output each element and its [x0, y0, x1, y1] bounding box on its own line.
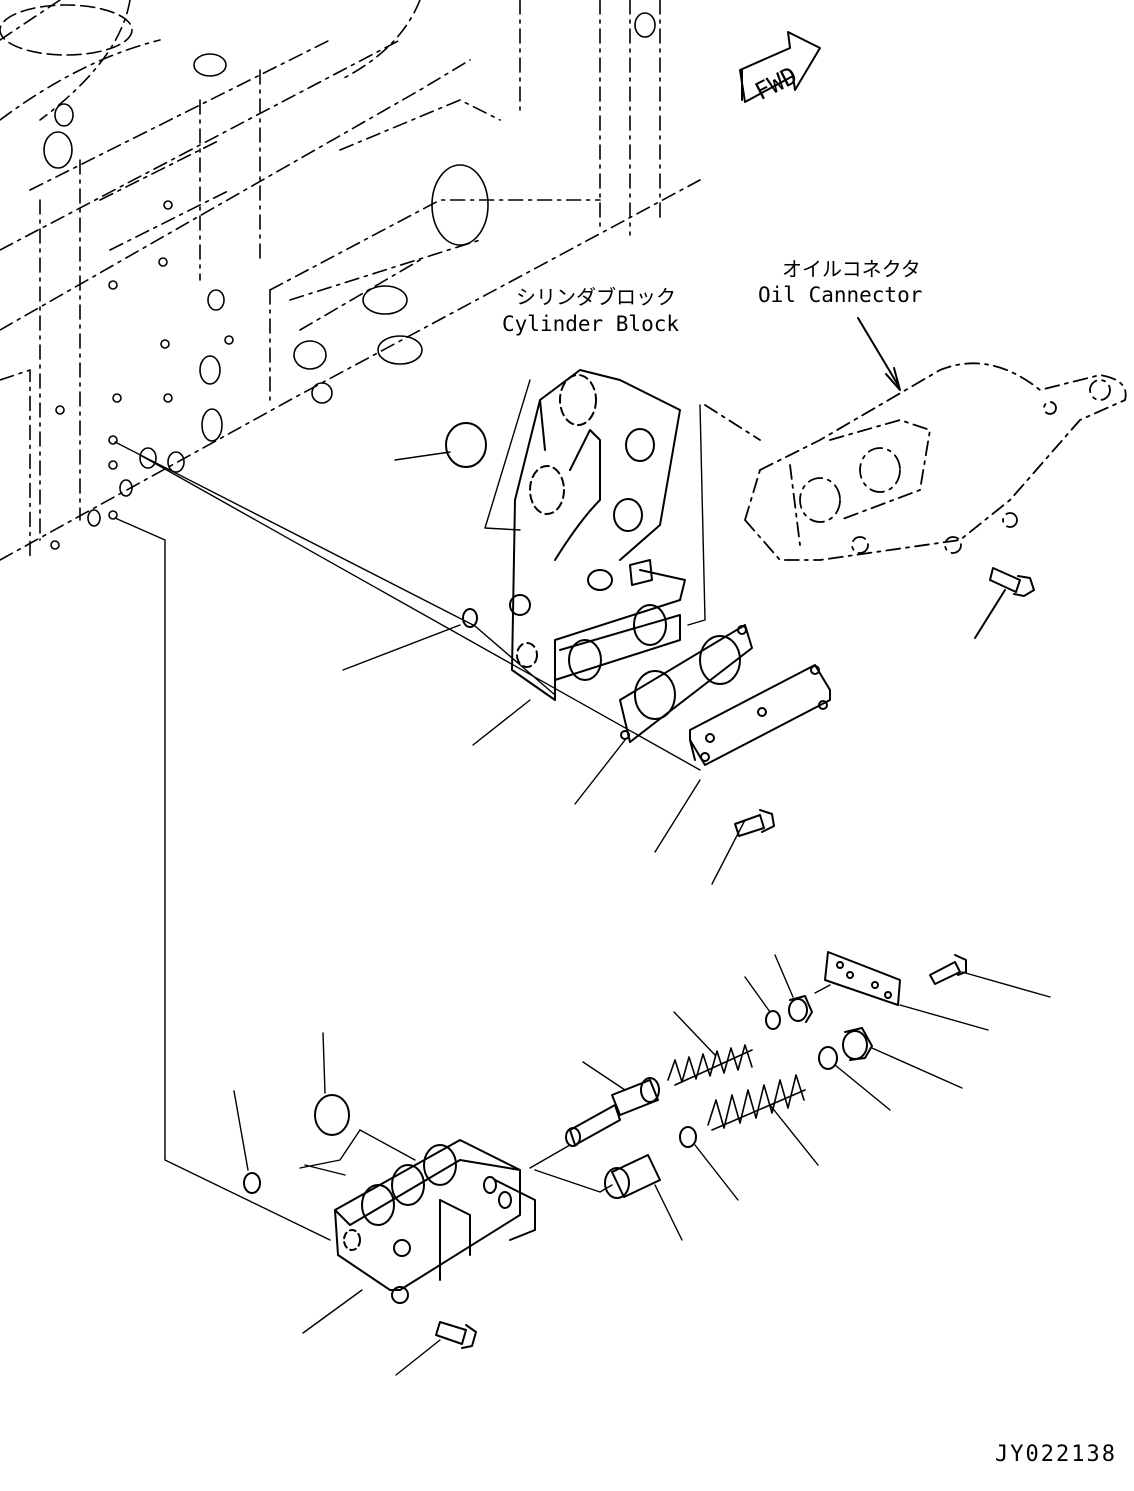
cylinder-block-label-jp: シリンダブロック: [516, 285, 676, 309]
oil-pipe-adapter: [509, 369, 686, 701]
plug-large: [842, 1027, 873, 1061]
piston: [604, 1154, 661, 1199]
oil-connector-label-en: Oil Cannector: [758, 283, 922, 307]
gasket: [619, 624, 753, 743]
fwd-arrow-icon: [739, 31, 821, 103]
valve-body: [334, 1139, 536, 1304]
cover-plate: [689, 664, 831, 766]
leader-lines-upper: [114, 379, 746, 1241]
leader-line: [974, 589, 1006, 639]
oil-connector-label-jp: オイルコネクタ: [782, 257, 921, 281]
plunger-spool: [565, 1077, 660, 1147]
plug-small: [788, 995, 813, 1023]
o-ring-large-lower: [314, 1094, 350, 1136]
o-ring-small: [462, 608, 478, 628]
cylinder-block-label-en: Cylinder Block: [502, 312, 679, 336]
retainer-plate: [824, 951, 901, 1006]
o-ring-lower-mid: [679, 1126, 697, 1148]
o-ring-small-lower: [243, 1172, 261, 1194]
o-ring: [445, 422, 487, 468]
spring-upper: [667, 1044, 753, 1086]
oil-connector-part: [704, 362, 1127, 561]
bolt-oil-connector: [989, 567, 1035, 597]
oil-connector-leader-arrow: [857, 317, 901, 391]
engine-block-outline: [0, 0, 701, 561]
engine-block-holes: [0, 4, 656, 550]
o-ring-right: [818, 1046, 838, 1070]
drawing-number: JY022138: [995, 1442, 1117, 1467]
spring-lower: [707, 1074, 806, 1131]
o-ring-small-upper: [765, 1010, 781, 1030]
leader-lines-lower: [233, 954, 1051, 1376]
bolt-retainer: [929, 954, 967, 985]
fwd-marker-label: FWD: [750, 61, 801, 106]
bolt-valve-body: [435, 1321, 477, 1349]
bolt-cover: [734, 809, 775, 837]
